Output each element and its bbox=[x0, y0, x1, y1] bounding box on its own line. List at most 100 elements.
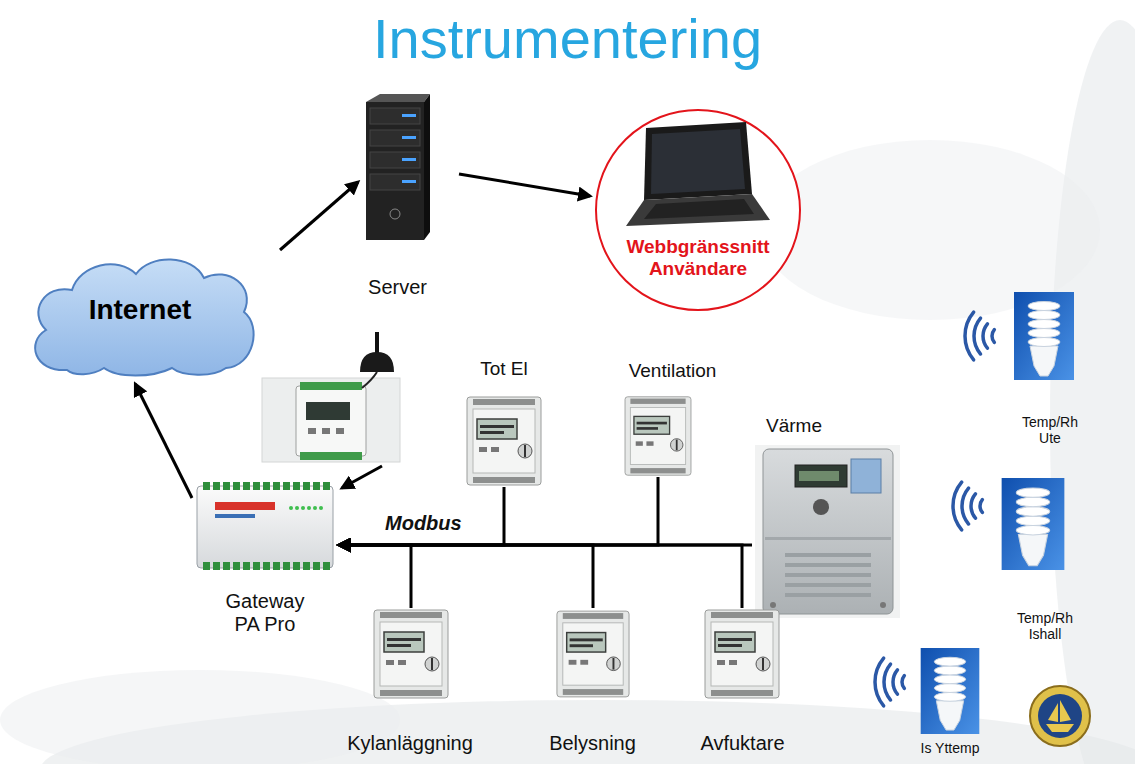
sensor-shield bbox=[934, 657, 965, 666]
node-label: Server bbox=[350, 276, 445, 299]
node-label: Internet bbox=[40, 294, 240, 326]
module-arrow bbox=[342, 466, 382, 488]
gateway-terminal bbox=[213, 562, 220, 570]
gateway-terminal bbox=[243, 562, 250, 570]
gateway-body bbox=[197, 486, 333, 568]
heat-meter-screw bbox=[880, 602, 886, 608]
meter-button bbox=[580, 660, 588, 665]
energy-meter: Tot El bbox=[462, 358, 546, 487]
server-logo bbox=[390, 209, 400, 219]
meter-knob-mark bbox=[431, 658, 433, 670]
antenna-cable bbox=[362, 372, 377, 388]
gateway-led bbox=[295, 506, 299, 510]
radio-waves bbox=[875, 658, 904, 706]
gateway-terminal bbox=[263, 482, 270, 490]
heat-meter-grille bbox=[785, 553, 871, 557]
meter-icon bbox=[555, 608, 631, 700]
meter-knob-mark bbox=[524, 445, 526, 457]
heat-meter-grille bbox=[785, 583, 871, 587]
emblem-ship bbox=[1046, 724, 1074, 732]
gateway-led bbox=[289, 506, 293, 510]
sensor-shield bbox=[1016, 516, 1049, 525]
gateway-led bbox=[319, 506, 323, 510]
meter-terminal bbox=[711, 690, 773, 696]
meter-body bbox=[705, 610, 779, 698]
meter-face bbox=[380, 622, 442, 686]
laptop-screen bbox=[651, 129, 745, 194]
cloud-node: Internet bbox=[22, 250, 258, 378]
emblem-center bbox=[1038, 694, 1082, 738]
connector-arrow bbox=[135, 384, 192, 498]
wireless-sensor: Temp/Rh Ishall bbox=[990, 478, 1100, 653]
heat-meter-seam bbox=[765, 537, 891, 540]
meter-display bbox=[634, 416, 670, 434]
meter-knob bbox=[518, 444, 532, 458]
node-label: Webbgränssnitt Användare bbox=[618, 236, 778, 280]
module-button bbox=[308, 428, 316, 434]
drive-bay bbox=[370, 174, 420, 190]
meter-body bbox=[467, 397, 541, 485]
sensor-shield bbox=[1016, 488, 1049, 497]
meter-knob-mark bbox=[612, 658, 614, 670]
sensor-ground bbox=[921, 648, 980, 734]
gateway-terminal bbox=[293, 482, 300, 490]
radio-module bbox=[262, 332, 400, 462]
gateway-terminal bbox=[303, 482, 310, 490]
module-terminal bbox=[300, 382, 362, 390]
meter-knob bbox=[425, 657, 439, 671]
meter-button bbox=[386, 660, 394, 665]
sensor-shield bbox=[1028, 338, 1060, 347]
gateway-terminal bbox=[233, 562, 240, 570]
meter-digits bbox=[570, 644, 593, 647]
module-button bbox=[336, 428, 344, 434]
module-panel bbox=[262, 378, 400, 462]
bus-label: Modbus bbox=[385, 512, 462, 535]
gateway-terminal bbox=[283, 562, 290, 570]
sensor-ground bbox=[1014, 292, 1074, 380]
meter-face bbox=[563, 623, 623, 685]
sensor-shield bbox=[1028, 311, 1060, 320]
gateway-terminal bbox=[203, 562, 210, 570]
gateway-led bbox=[313, 506, 317, 510]
meter-button bbox=[491, 447, 499, 452]
meter-icon bbox=[465, 395, 543, 487]
server-icon bbox=[360, 92, 432, 242]
sensor-shield bbox=[934, 675, 965, 684]
gateway-node: Gateway PA Pro bbox=[190, 478, 340, 656]
gateway-terminal bbox=[303, 562, 310, 570]
gateway-terminal bbox=[253, 562, 260, 570]
gateway-terminal bbox=[223, 482, 230, 490]
node-label: Belysning bbox=[545, 732, 640, 755]
gateway-terminal bbox=[313, 562, 320, 570]
ice-patch bbox=[0, 670, 400, 764]
meter-terminal bbox=[711, 612, 773, 618]
connector-arrow bbox=[280, 182, 358, 250]
gateway-icon bbox=[195, 480, 335, 572]
drive-led bbox=[402, 158, 416, 161]
gateway-terminal bbox=[203, 482, 210, 490]
meter-button bbox=[479, 447, 487, 452]
emblem-ring bbox=[1030, 686, 1090, 746]
gateway-terminal bbox=[233, 482, 240, 490]
meter-knob bbox=[756, 657, 770, 671]
heat-meter-tag bbox=[851, 459, 881, 493]
energy-meter: Avfuktare bbox=[695, 608, 790, 758]
node-label: Temp/Rh Ishall bbox=[1013, 610, 1077, 642]
radio-waves bbox=[953, 482, 982, 530]
meter-button bbox=[636, 441, 643, 445]
gateway-terminal bbox=[223, 562, 230, 570]
node-label: Ventilation bbox=[610, 360, 735, 382]
meter-knob bbox=[607, 657, 621, 671]
module-terminal bbox=[300, 452, 362, 460]
server-side bbox=[424, 94, 430, 240]
node-label: Temp/Rh Ute bbox=[1018, 414, 1082, 446]
meter-button bbox=[398, 660, 406, 665]
gateway-terminal bbox=[293, 562, 300, 570]
drive-bay bbox=[370, 152, 420, 168]
red-circle bbox=[596, 110, 800, 310]
laptop-base bbox=[626, 194, 770, 226]
emblem-sail bbox=[1060, 700, 1071, 722]
connector-arrow bbox=[339, 545, 593, 608]
